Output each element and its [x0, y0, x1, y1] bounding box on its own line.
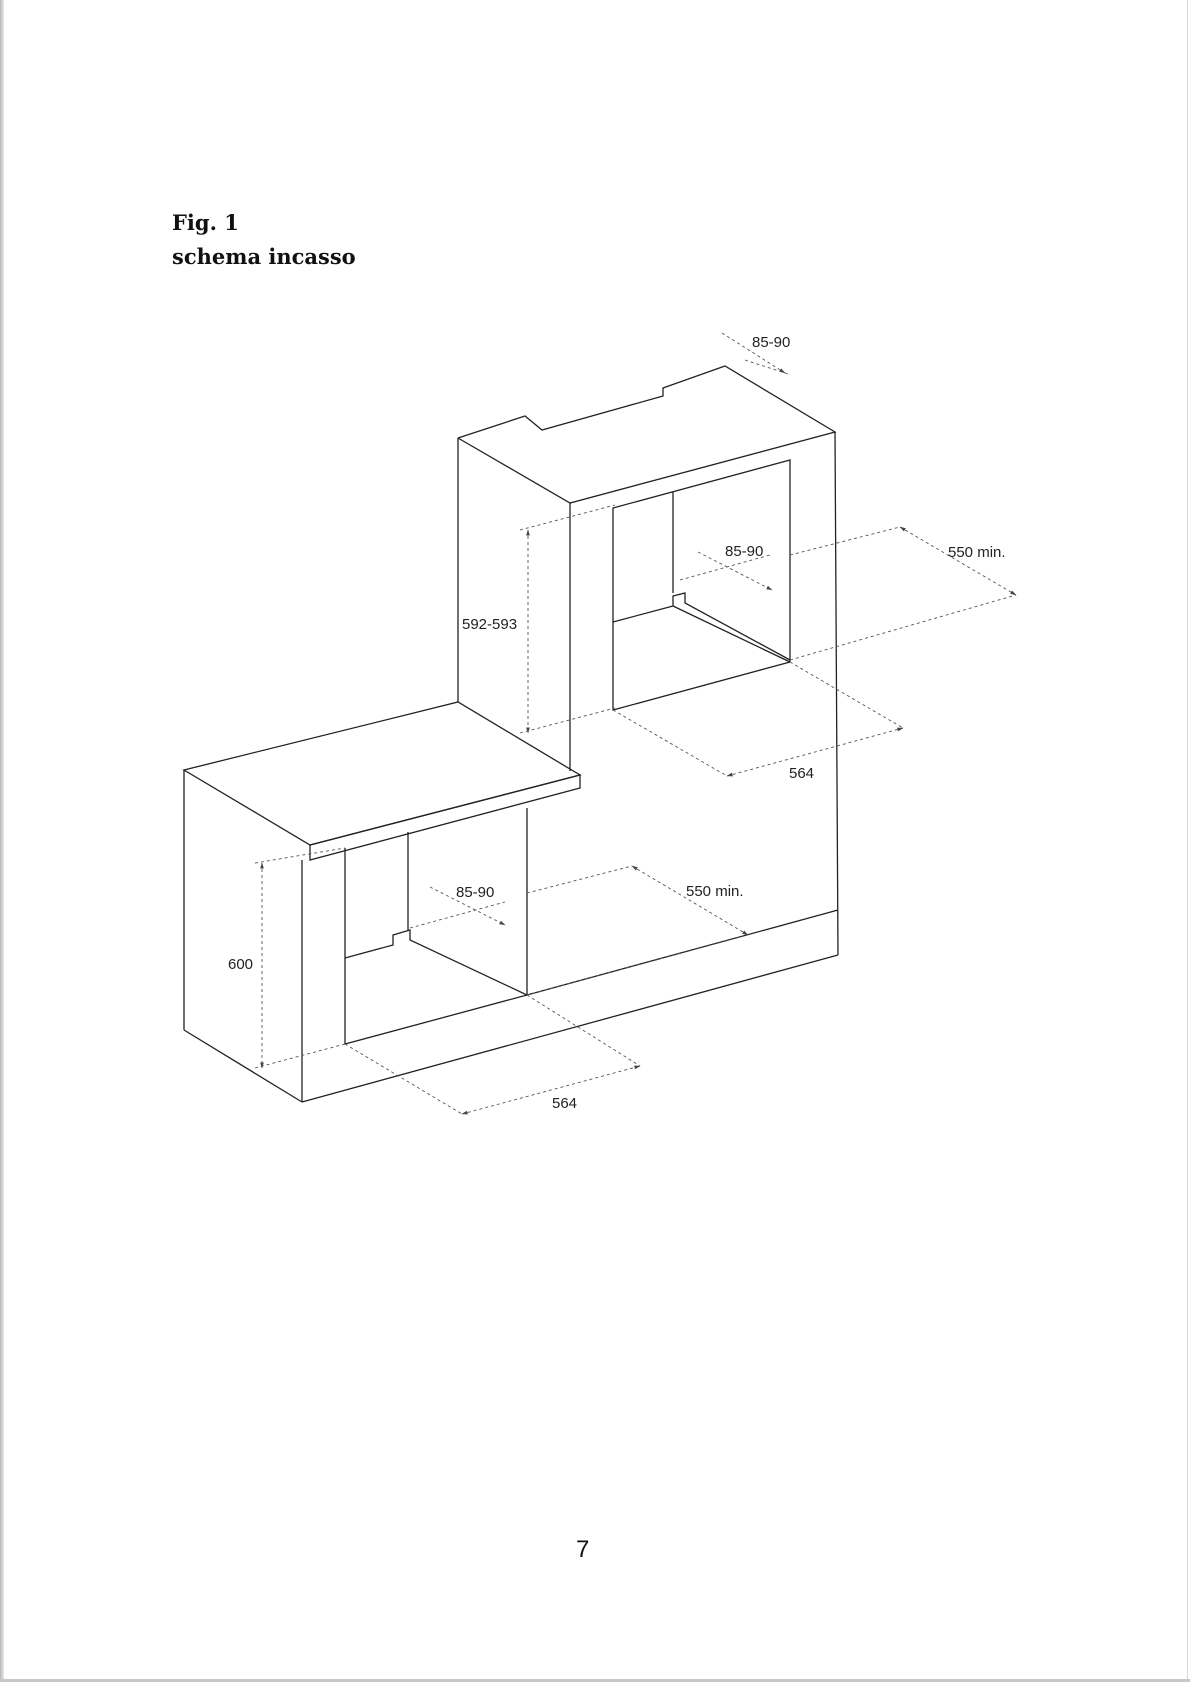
- dim-ext-upper-height-bottom: [520, 708, 615, 733]
- dim-ext-lower-height-top: [255, 848, 345, 863]
- countertop-edge: [310, 775, 580, 860]
- lower-cabinet-opening: [345, 848, 527, 1044]
- dim-line-upper-depth: [900, 527, 1016, 595]
- dim-ext-upper-height-top: [520, 505, 615, 530]
- upper-cabinet-right-edge: [835, 432, 838, 955]
- label-upper-rear-gap: 85-90: [725, 543, 763, 560]
- lower-cabinet-shelf: [345, 930, 527, 995]
- dim-line-lower-rear-gap-2: [410, 902, 505, 928]
- dim-ext-lower-height-bottom: [255, 1044, 345, 1068]
- label-lower-depth-min: 550 min.: [686, 883, 744, 900]
- upper-cabinet-shelf-front: [673, 606, 790, 662]
- dim-ext-lower-width-b: [527, 995, 640, 1066]
- label-upper-height: 592-593: [462, 616, 517, 633]
- dim-ext-lower-depth-a: [527, 866, 632, 893]
- label-upper-width: 564: [789, 765, 814, 782]
- dim-line-lower-width: [462, 1066, 640, 1114]
- dim-line-upper-top-gap-2: [745, 360, 788, 374]
- dim-ext-lower-width-a: [345, 1044, 462, 1114]
- dim-ext-upper-depth-a: [790, 527, 900, 555]
- upper-cabinet-top: [458, 366, 835, 503]
- dim-ext-upper-depth-b: [790, 595, 1016, 660]
- dim-ext-upper-width-b: [790, 662, 903, 728]
- upper-cabinet-opening: [613, 460, 790, 710]
- label-upper-depth-min: 550 min.: [948, 544, 1006, 561]
- dim-line-upper-width: [727, 728, 903, 776]
- lower-cabinet-bottom-left: [184, 1030, 302, 1102]
- label-upper-top-gap: 85-90: [752, 334, 790, 351]
- lower-cabinet-bottom: [302, 955, 838, 1102]
- lower-cabinet: [184, 702, 838, 1102]
- label-lower-rear-gap: 85-90: [456, 884, 494, 901]
- label-lower-width: 564: [552, 1095, 577, 1112]
- label-lower-height: 600: [228, 956, 253, 973]
- dim-ext-upper-width-a: [613, 710, 727, 776]
- countertop-top: [184, 702, 580, 845]
- page-number: 7: [576, 1536, 589, 1564]
- upper-cabinet: [458, 366, 838, 955]
- dim-line-lower-depth: [632, 866, 748, 935]
